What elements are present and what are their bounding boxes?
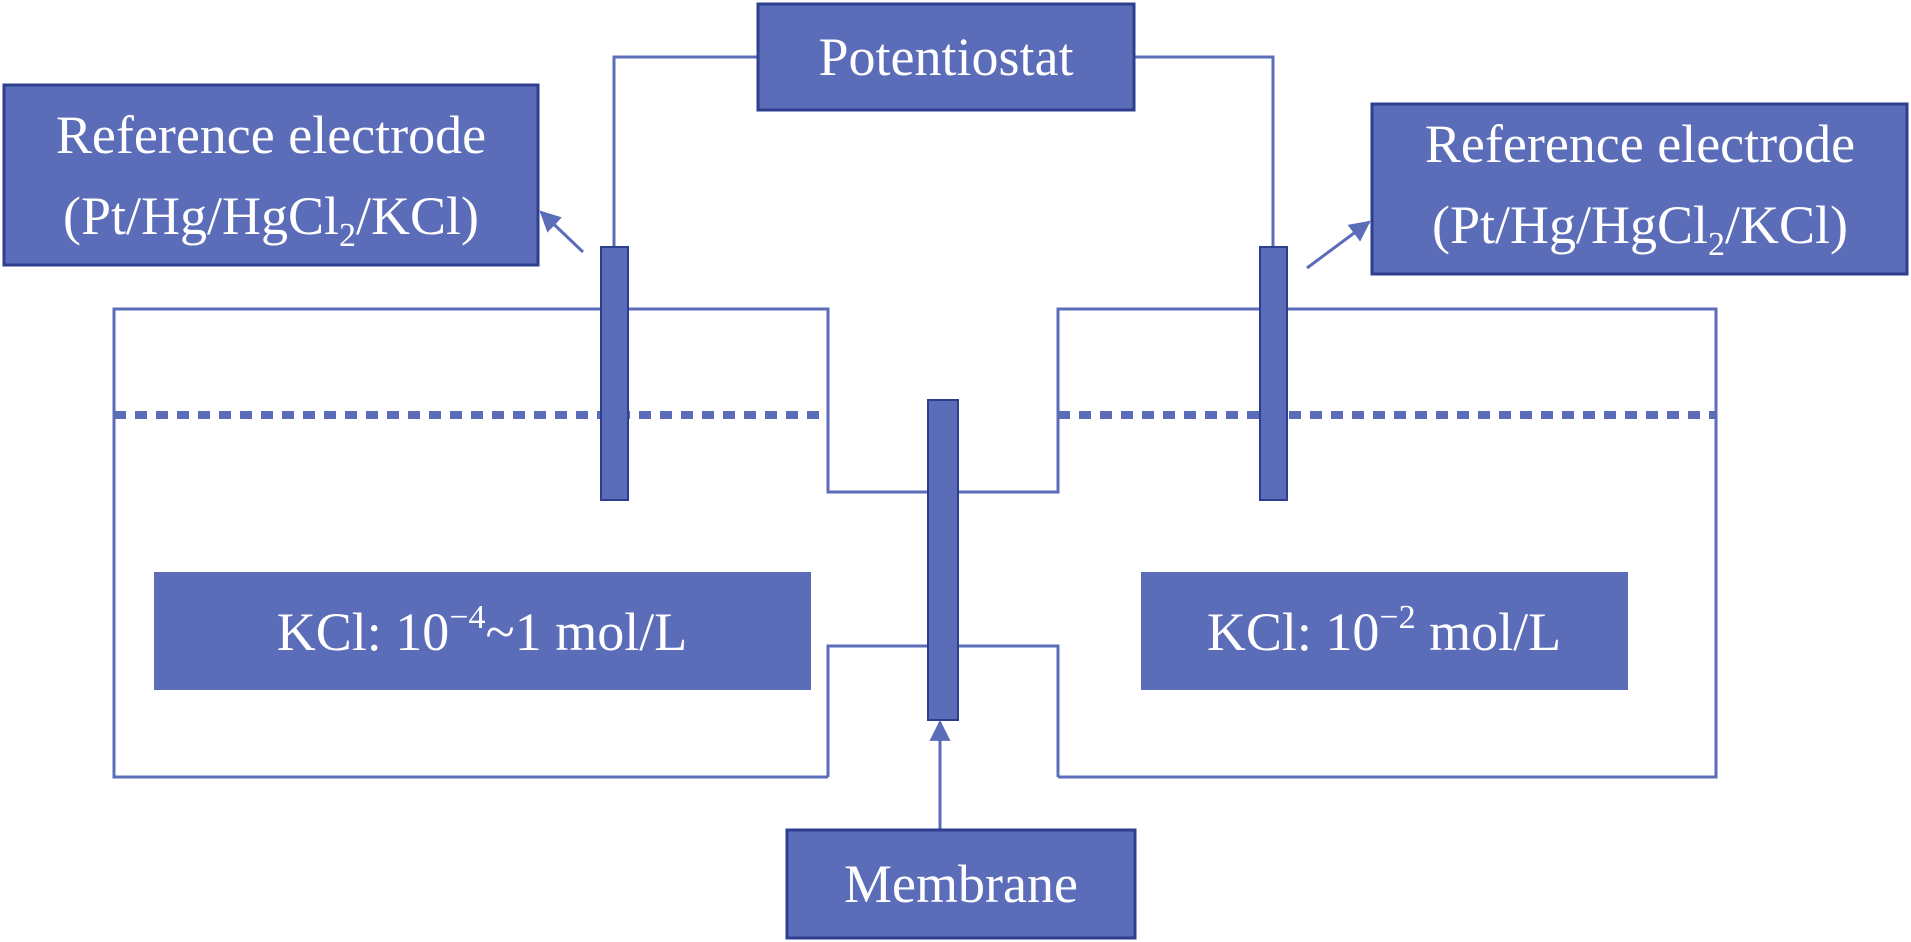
membrane-label: Membrane [844,854,1078,914]
right-reference-label-box: Reference electrode (Pt/Hg/HgCl2/KCl) [1370,102,1909,276]
left-compartment-outline [112,307,957,779]
right-reference-electrode [1259,246,1288,501]
right-ref-arrow [1306,220,1371,270]
right-compartment-outline [957,307,1718,779]
potentiostat-box: Potentiostat [756,2,1136,112]
left-reference-electrode [600,246,629,501]
left-wire [612,55,758,247]
right-solution-label-box: KCl: 10−2 mol/L [1141,572,1628,690]
left-ref-arrow [539,210,585,254]
right-solution-text: KCl: 10−2 mol/L [1207,599,1561,662]
left-solution-label-box: KCl: 10−4~1 mol/L [154,572,811,690]
left-compartment-lower-wall [826,644,937,777]
left-reference-label-box: Reference electrode (Pt/Hg/HgCl2/KCl) [2,83,540,267]
left-solution-text: KCl: 10−4~1 mol/L [277,599,687,662]
left-ref-title: Reference electrode [56,105,486,165]
potentiostat-label: Potentiostat [819,27,1074,87]
membrane-label-box: Membrane [785,828,1137,940]
right-compartment-lower-wall [957,644,1060,777]
left-ref-formula: (Pt/Hg/HgCl2/KCl) [63,186,479,254]
right-ref-formula: (Pt/Hg/HgCl2/KCl) [1432,195,1848,263]
membrane-bar [927,399,959,721]
right-wire [1134,55,1275,247]
right-ref-title: Reference electrode [1425,114,1855,174]
